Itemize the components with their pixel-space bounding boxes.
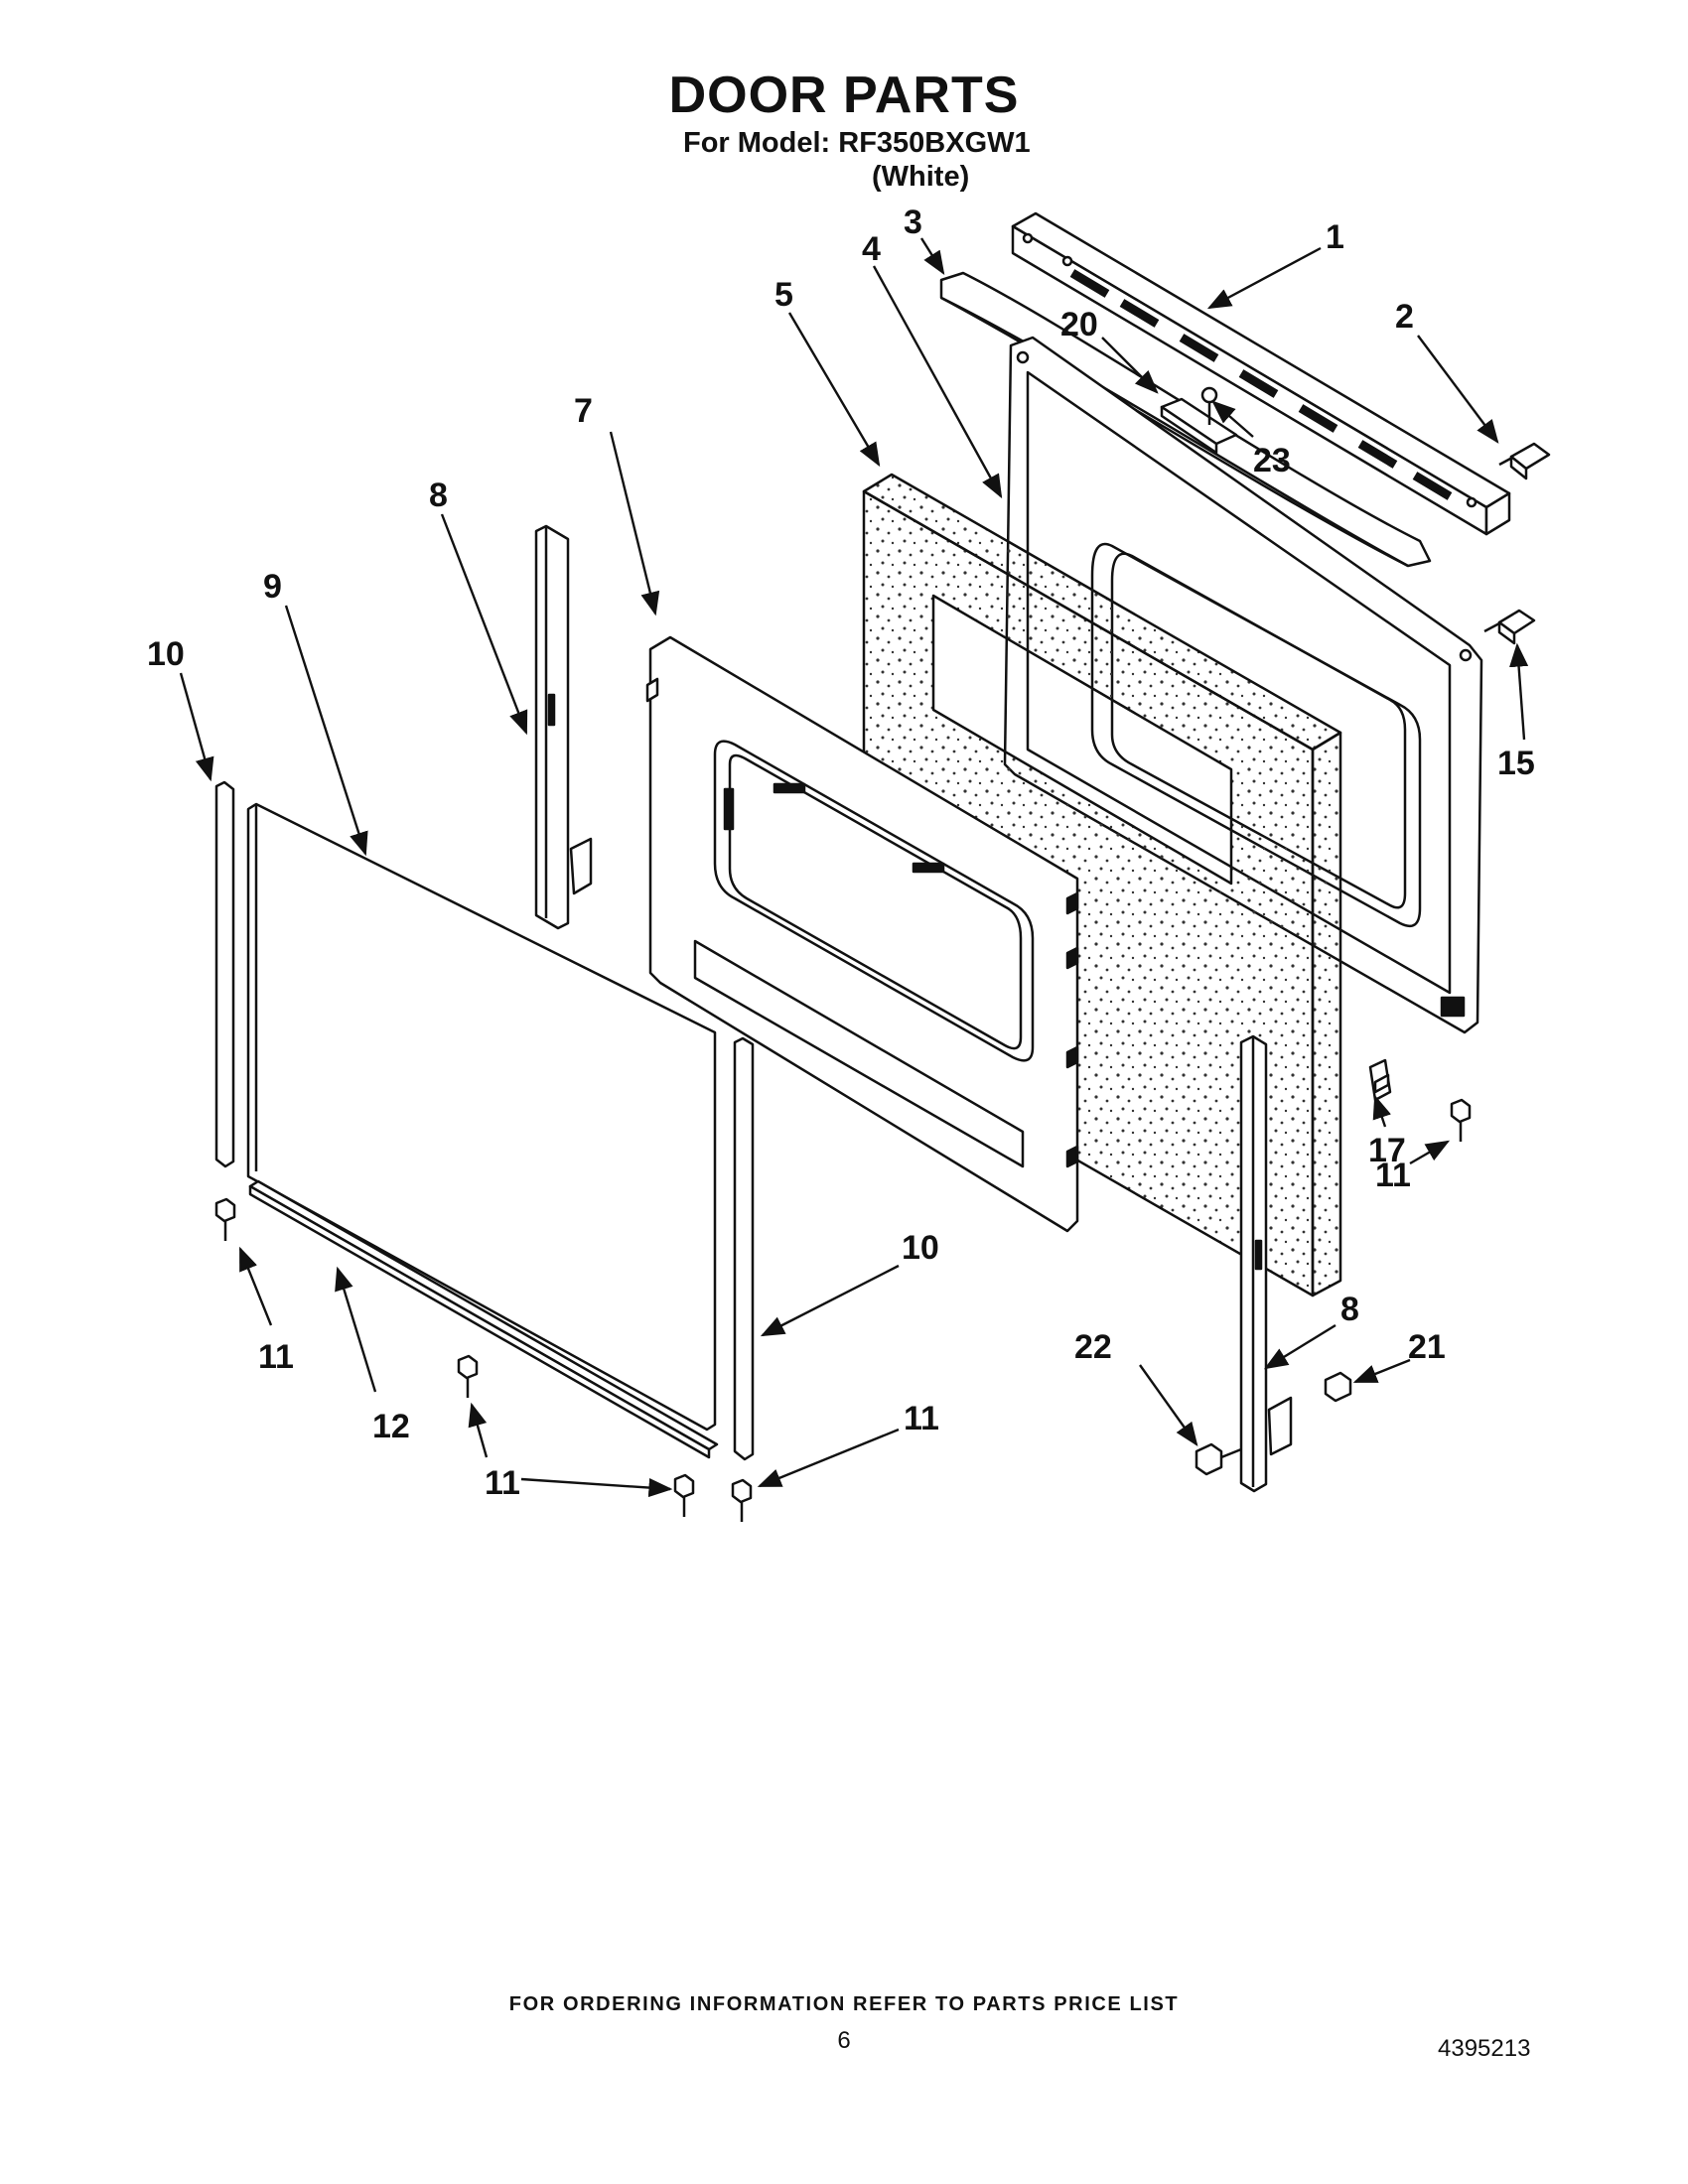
callout-5: 5: [774, 276, 793, 314]
callout-23: 23: [1253, 442, 1291, 479]
callout-11-far-right: 11: [1375, 1157, 1411, 1194]
callout-22: 22: [1074, 1328, 1112, 1366]
hinge-channel-part-8-upper: [534, 524, 593, 930]
callout-11-left: 11: [258, 1338, 294, 1376]
page-title: DOOR PARTS: [668, 67, 1020, 124]
callout-21: 21: [1408, 1328, 1446, 1366]
callout-17: 17: [1368, 1132, 1406, 1169]
clip-part-17: [1368, 1058, 1392, 1102]
callout-10-right: 10: [902, 1229, 939, 1267]
vent-trim-part-1: [1011, 211, 1511, 536]
callout-11-right: 11: [904, 1400, 939, 1437]
document-number: 4395213: [1438, 2035, 1531, 2062]
screw-part-11: [214, 1098, 1472, 1522]
glass-channel-part-10-left: [214, 780, 235, 1168]
callout-4: 4: [862, 230, 881, 268]
model-color: (White): [872, 161, 970, 193]
glass-panel-part-9: [246, 802, 717, 1432]
callout-10-left: 10: [147, 635, 185, 673]
screw-part-2: [1498, 442, 1551, 480]
glass-retainer-part-12: [248, 1179, 719, 1459]
callout-11-bottom: 11: [485, 1464, 520, 1502]
callout-3: 3: [904, 204, 922, 241]
callout-7: 7: [574, 392, 593, 430]
clip-part-21: [1324, 1371, 1352, 1403]
glass-channel-part-10-right: [733, 1036, 755, 1461]
callout-15: 15: [1497, 745, 1535, 782]
callouts: 1 2 3 4 5 7 8 8 9 10 10 11 11 11 11 12 1…: [147, 204, 1535, 1502]
callout-1: 1: [1326, 218, 1344, 256]
callout-2: 2: [1395, 298, 1414, 336]
callout-9: 9: [263, 568, 282, 606]
screw-part-23: [1200, 386, 1218, 425]
callout-8-upper: 8: [429, 477, 448, 514]
clip-part-20: [1160, 397, 1238, 455]
leader-lines: [179, 237, 1529, 1498]
callout-20: 20: [1060, 306, 1098, 343]
inner-door-panel-part-7: [645, 635, 1079, 1233]
page-number: 6: [837, 2027, 851, 2054]
hinge-channel-part-8-lower: [1239, 1034, 1293, 1493]
callout-12: 12: [372, 1408, 410, 1445]
screw-part-15: [1483, 609, 1536, 645]
ordering-note: FOR ORDERING INFORMATION REFER TO PARTS …: [508, 1993, 1180, 2015]
model-line: For Model: RF350BXGW1: [683, 127, 1031, 159]
screw-part-22: [1195, 1442, 1242, 1476]
callout-8-lower: 8: [1340, 1291, 1359, 1328]
